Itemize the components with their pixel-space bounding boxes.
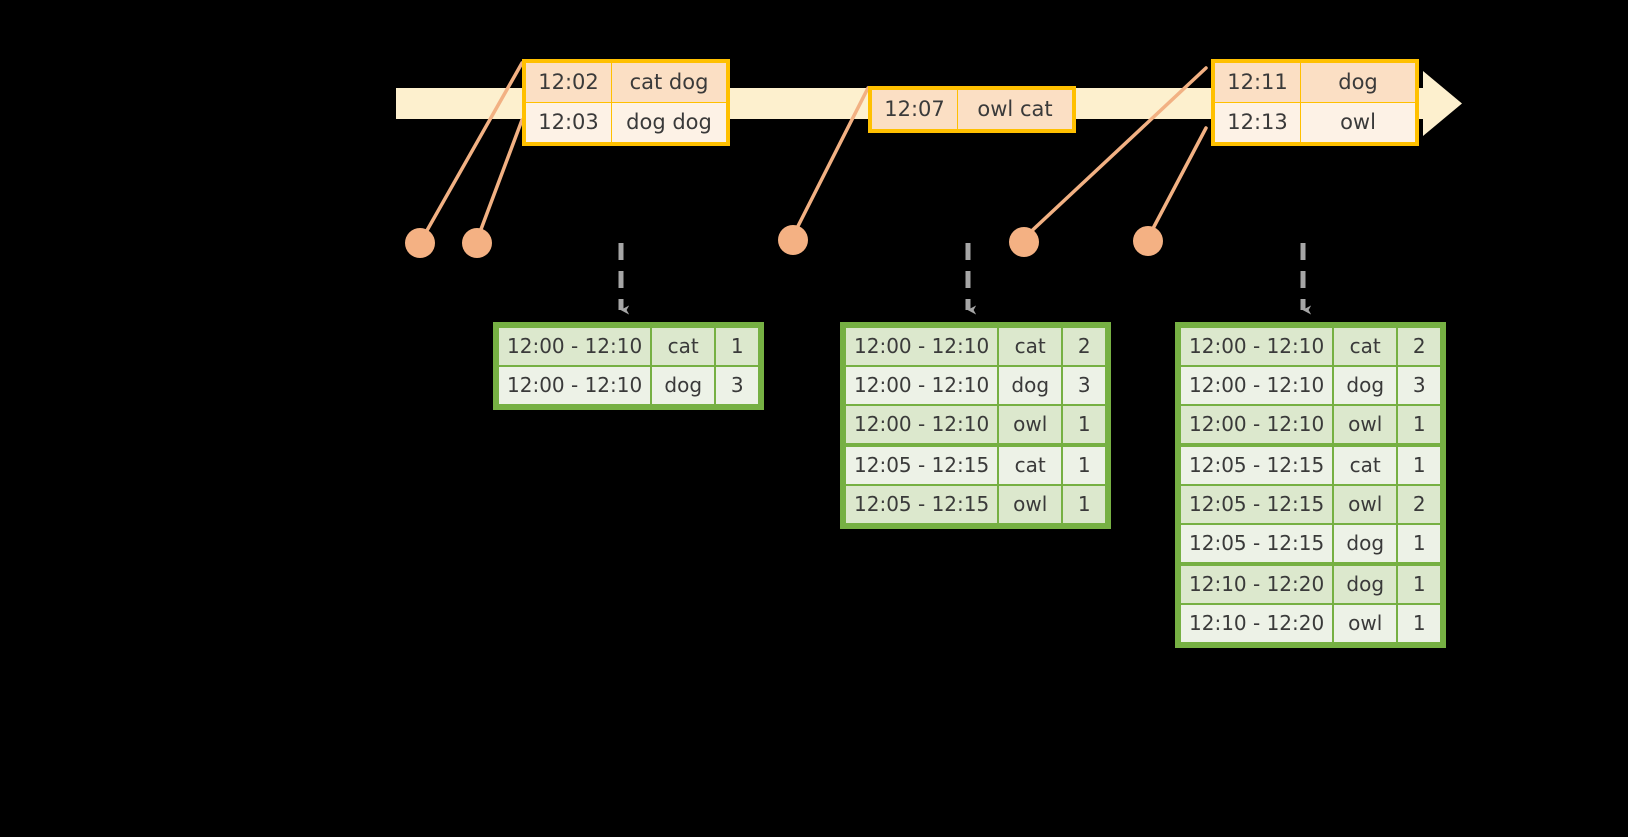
table-row[interactable]: 12:05 - 12:15 cat 1 — [1178, 444, 1443, 486]
event-dot-2 — [462, 228, 492, 258]
table-row[interactable]: 12:05 - 12:15 dog 1 — [1178, 523, 1443, 566]
cell-window: 12:05 - 12:15 — [843, 484, 1000, 525]
event-time: 12:07 — [871, 89, 958, 130]
event-row[interactable]: 12:03 dog dog — [525, 102, 727, 143]
cell-word: owl — [1332, 404, 1399, 447]
cell-count: 2 — [1061, 326, 1108, 367]
table-row[interactable]: 12:00 - 12:10 dog 3 — [843, 365, 1108, 406]
table-row[interactable]: 12:05 - 12:15 owl 2 — [1178, 484, 1443, 525]
table-row[interactable]: 12:00 - 12:10 cat 1 — [496, 326, 761, 367]
cell-count: 1 — [1061, 444, 1108, 486]
cell-window: 12:00 - 12:10 — [843, 326, 1000, 367]
event-row[interactable]: 12:13 owl — [1214, 102, 1416, 143]
event-row[interactable]: 12:02 cat dog — [525, 62, 727, 103]
cell-window: 12:00 - 12:10 — [496, 326, 653, 367]
result-arrows — [618, 243, 1312, 315]
cell-word: dog — [1332, 365, 1399, 406]
cell-window: 12:00 - 12:10 — [843, 404, 1000, 447]
cell-window: 12:05 - 12:15 — [1178, 444, 1335, 486]
table-row[interactable]: 12:10 - 12:20 dog 1 — [1178, 563, 1443, 605]
cell-window: 12:10 - 12:20 — [1178, 603, 1335, 644]
table-row[interactable]: 12:05 - 12:15 cat 1 — [843, 444, 1108, 486]
event-dot-1 — [405, 228, 435, 258]
cell-window: 12:05 - 12:15 — [1178, 484, 1335, 525]
cell-window: 12:00 - 12:10 — [843, 365, 1000, 406]
event-time: 12:11 — [1214, 62, 1301, 103]
cell-count: 1 — [1396, 404, 1443, 447]
event-dots — [405, 225, 1163, 258]
cell-word: owl — [1332, 603, 1399, 644]
cell-count: 3 — [1396, 365, 1443, 406]
cell-word: dog — [997, 365, 1064, 406]
cell-word: cat — [1332, 326, 1399, 367]
cell-count: 1 — [714, 326, 761, 367]
result-table-2[interactable]: 12:00 - 12:10 cat 2 12:00 - 12:10 dog 3 … — [840, 322, 1112, 529]
event-time: 12:02 — [525, 62, 612, 103]
table-row[interactable]: 12:00 - 12:10 dog 3 — [1178, 365, 1443, 406]
cell-window: 12:00 - 12:10 — [1178, 404, 1335, 447]
event-words: cat dog — [611, 62, 727, 103]
cell-window: 12:00 - 12:10 — [496, 365, 653, 406]
cell-window: 12:10 - 12:20 — [1178, 563, 1335, 605]
event-time: 12:13 — [1214, 102, 1301, 143]
event-group-1[interactable]: 12:02 cat dog 12:03 dog dog — [522, 59, 730, 146]
table-row[interactable]: 12:00 - 12:10 owl 1 — [1178, 404, 1443, 447]
cell-count: 2 — [1396, 326, 1443, 367]
cell-count: 1 — [1061, 484, 1108, 525]
cell-word: cat — [650, 326, 717, 367]
event-time: 12:03 — [525, 102, 612, 143]
table-row[interactable]: 12:00 - 12:10 cat 2 — [1178, 326, 1443, 367]
cell-window: 12:00 - 12:10 — [1178, 365, 1335, 406]
event-group-2[interactable]: 12:07 owl cat — [868, 86, 1076, 133]
cell-count: 1 — [1396, 444, 1443, 486]
event-words: owl — [1300, 102, 1416, 143]
result-table-1[interactable]: 12:00 - 12:10 cat 1 12:00 - 12:10 dog 3 — [493, 322, 765, 410]
cell-count: 2 — [1396, 484, 1443, 525]
cell-word: owl — [997, 484, 1064, 525]
cell-word: owl — [997, 404, 1064, 447]
cell-word: dog — [650, 365, 717, 406]
cell-count: 1 — [1061, 404, 1108, 447]
event-dot-4 — [1009, 227, 1039, 257]
table-row[interactable]: 12:05 - 12:15 owl 1 — [843, 484, 1108, 525]
event-dot-3 — [778, 225, 808, 255]
cell-word: cat — [1332, 444, 1399, 486]
event-group-3[interactable]: 12:11 dog 12:13 owl — [1211, 59, 1419, 146]
event-row[interactable]: 12:11 dog — [1214, 62, 1416, 103]
cell-window: 12:05 - 12:15 — [1178, 523, 1335, 566]
event-row[interactable]: 12:07 owl cat — [871, 89, 1073, 130]
cell-count: 1 — [1396, 563, 1443, 605]
cell-count: 3 — [714, 365, 761, 406]
table-row[interactable]: 12:00 - 12:10 owl 1 — [843, 404, 1108, 447]
event-dot-5 — [1133, 226, 1163, 256]
event-words: dog dog — [611, 102, 727, 143]
cell-count: 1 — [1396, 603, 1443, 644]
result-table-3[interactable]: 12:00 - 12:10 cat 2 12:00 - 12:10 dog 3 … — [1175, 322, 1447, 648]
event-words: owl cat — [957, 89, 1073, 130]
cell-window: 12:05 - 12:15 — [843, 444, 1000, 486]
table-row[interactable]: 12:00 - 12:10 dog 3 — [496, 365, 761, 406]
cell-word: cat — [997, 326, 1064, 367]
table-row[interactable]: 12:10 - 12:20 owl 1 — [1178, 603, 1443, 644]
cell-word: dog — [1332, 523, 1399, 566]
table-row[interactable]: 12:00 - 12:10 cat 2 — [843, 326, 1108, 367]
cell-word: dog — [1332, 563, 1399, 605]
cell-window: 12:00 - 12:10 — [1178, 326, 1335, 367]
cell-count: 3 — [1061, 365, 1108, 406]
event-words: dog — [1300, 62, 1416, 103]
cell-word: cat — [997, 444, 1064, 486]
cell-word: owl — [1332, 484, 1399, 525]
cell-count: 1 — [1396, 523, 1443, 566]
